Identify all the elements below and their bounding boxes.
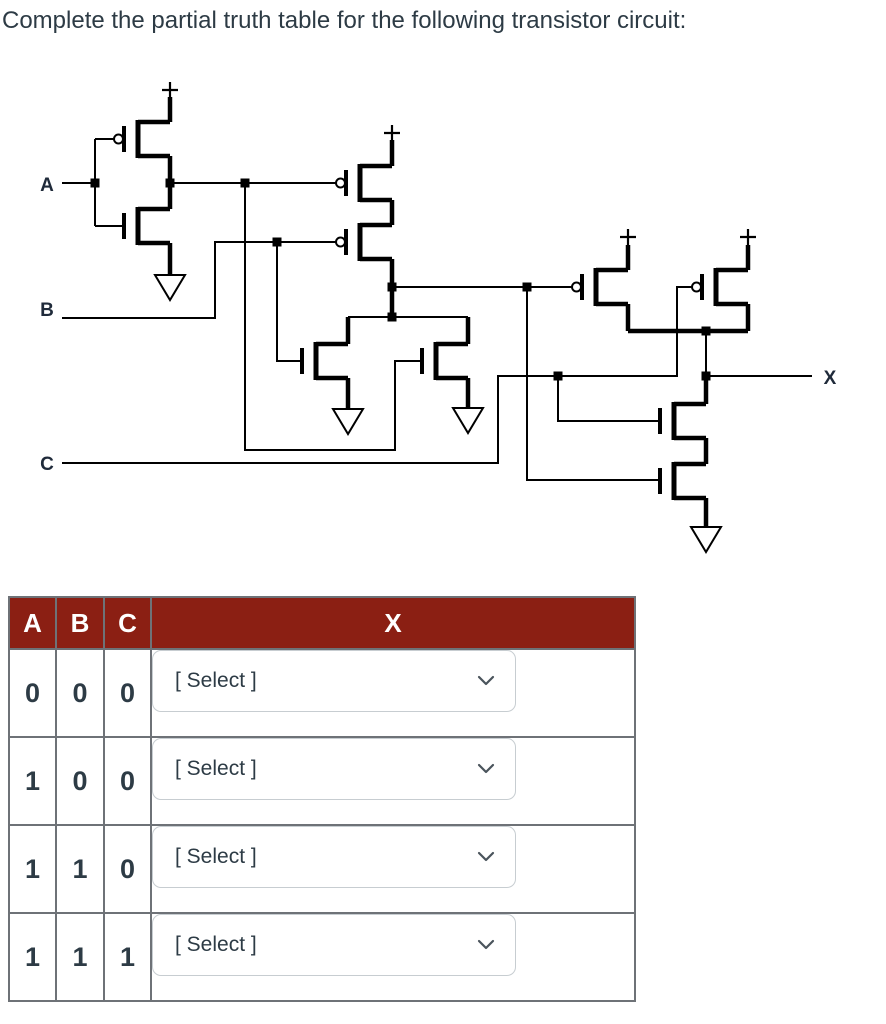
question-title: Complete the partial truth table for the… <box>2 7 687 34</box>
cell-b: 0 <box>55 736 105 826</box>
table-row: 1 0 0 [ Select ] <box>8 736 636 826</box>
chevron-down-icon <box>477 939 495 951</box>
cell-b: 1 <box>55 824 105 914</box>
header-col-c: C <box>103 596 152 650</box>
svg-text:A: A <box>40 175 54 196</box>
cell-a: 0 <box>8 648 57 738</box>
header-col-b: B <box>55 596 105 650</box>
cell-b: 1 <box>55 912 105 1002</box>
cell-c: 0 <box>103 736 152 826</box>
cell-a: 1 <box>8 912 57 1002</box>
header-col-x: X <box>150 596 636 650</box>
select-label: [ Select ] <box>175 757 257 780</box>
cell-c: 1 <box>103 912 152 1002</box>
svg-text:B: B <box>40 300 54 321</box>
cell-b: 0 <box>55 648 105 738</box>
select-label: [ Select ] <box>175 933 257 956</box>
header-col-a: A <box>8 596 57 650</box>
x-select-dropdown-row-0[interactable]: [ Select ] <box>152 650 516 712</box>
select-label: [ Select ] <box>175 845 257 868</box>
x-select-dropdown-row-2[interactable]: [ Select ] <box>152 826 516 888</box>
chevron-down-icon <box>477 675 495 687</box>
table-row: 1 1 0 [ Select ] <box>8 824 636 914</box>
cell-c: 0 <box>103 648 152 738</box>
table-row: 0 0 0 [ Select ] <box>8 648 636 738</box>
x-select-dropdown-row-3[interactable]: [ Select ] <box>152 914 516 976</box>
select-label: [ Select ] <box>175 669 257 692</box>
cell-c: 0 <box>103 824 152 914</box>
svg-text:X: X <box>824 368 837 389</box>
truth-table: A B C X 0 0 0 [ Select ] 1 0 0 <box>8 596 636 1002</box>
x-select-dropdown-row-1[interactable]: [ Select ] <box>152 738 516 800</box>
chevron-down-icon <box>477 763 495 775</box>
cell-a: 1 <box>8 824 57 914</box>
truth-table-header-row: A B C X <box>8 596 636 650</box>
cell-a: 1 <box>8 736 57 826</box>
transistor-circuit: A B C X <box>40 82 837 554</box>
svg-text:C: C <box>40 454 54 475</box>
chevron-down-icon <box>477 851 495 863</box>
table-row: 1 1 1 [ Select ] <box>8 912 636 1002</box>
